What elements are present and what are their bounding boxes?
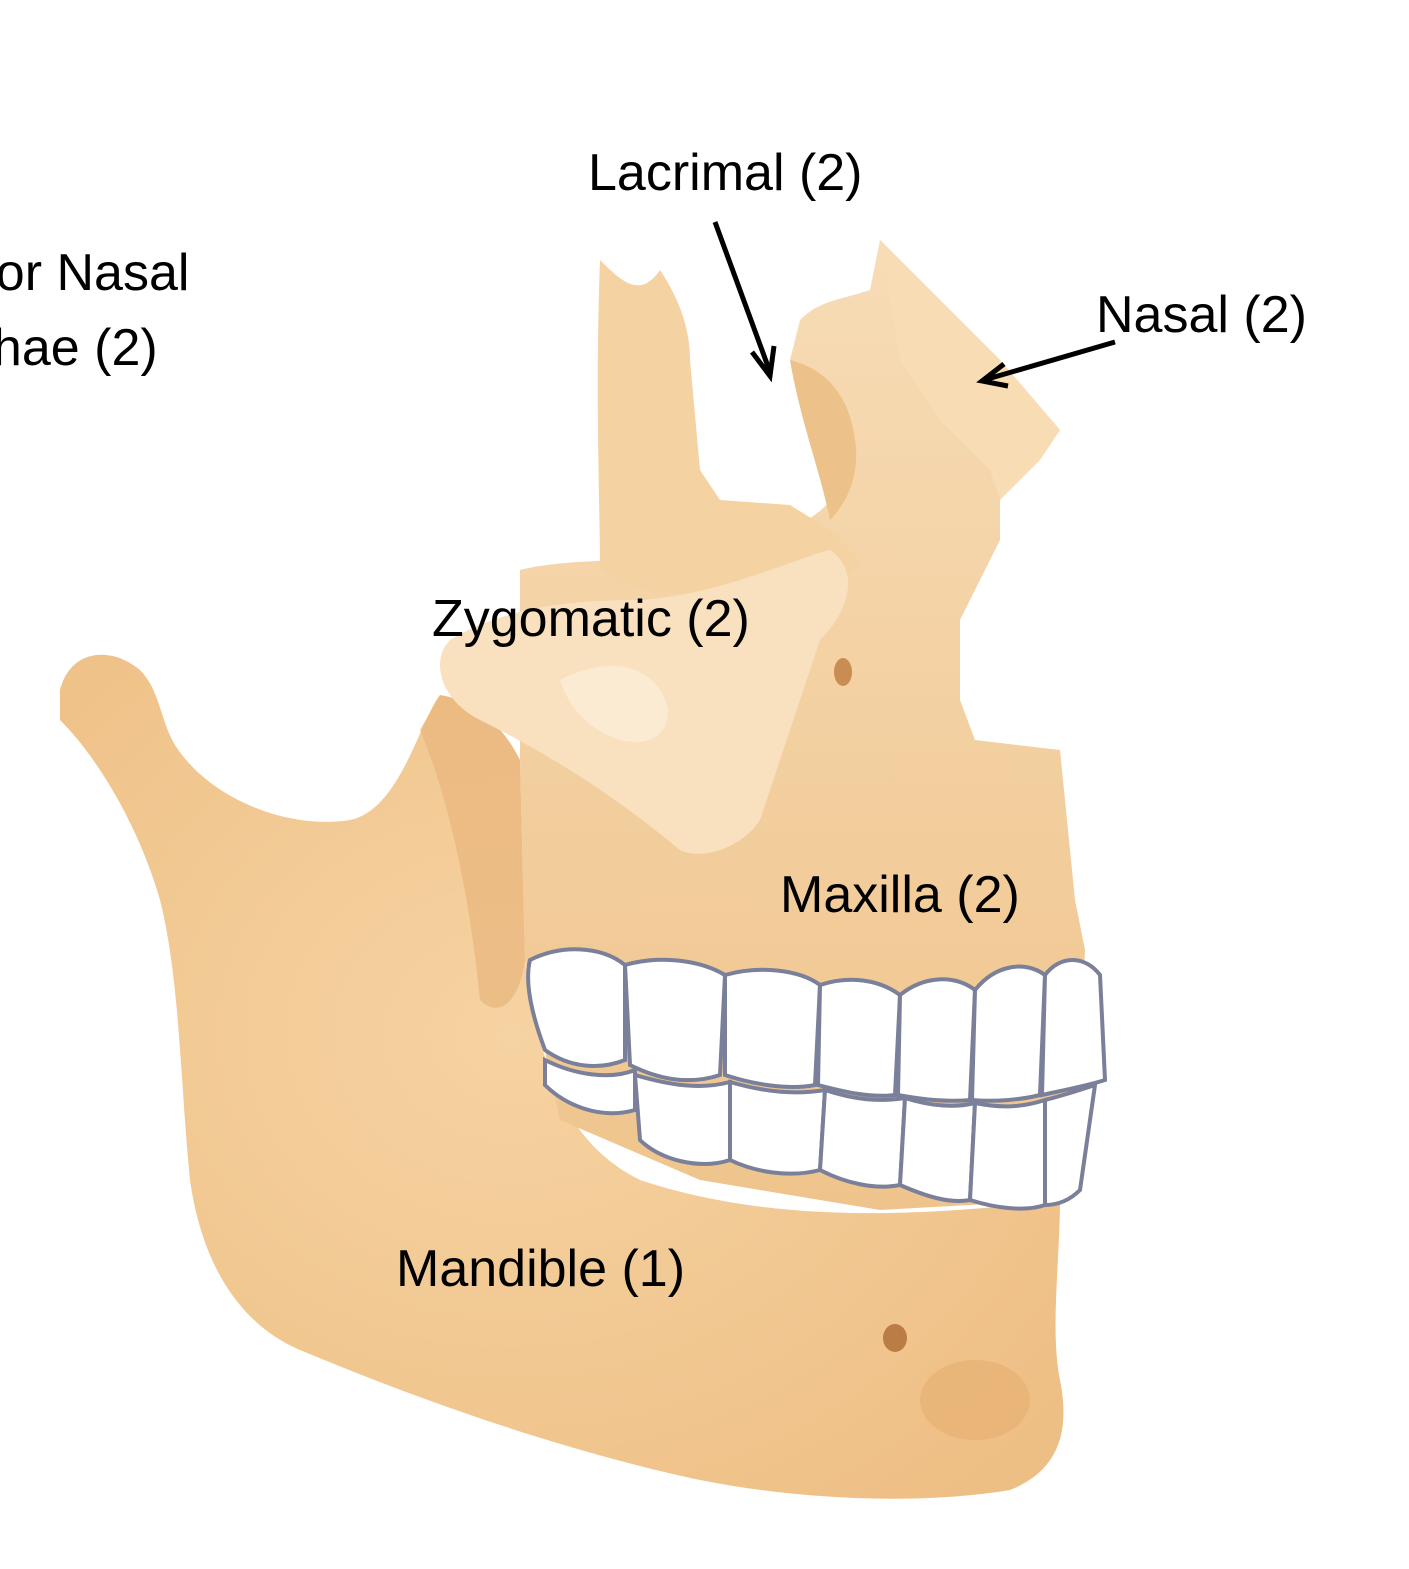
upper-tooth bbox=[969, 964, 1048, 1103]
nasal-bone bbox=[880, 240, 1060, 500]
mandible-ramus-shadow bbox=[420, 695, 525, 1008]
lower-tooth bbox=[897, 1095, 978, 1203]
inferior-nasal-label-line2: nchae (2) bbox=[0, 319, 158, 378]
upper-tooth bbox=[526, 947, 627, 1068]
nasal-label: Nasal (2) bbox=[1096, 286, 1307, 344]
lacrimal-arrow bbox=[712, 221, 777, 383]
frontal-process bbox=[597, 260, 860, 608]
lower-tooth bbox=[817, 1087, 908, 1189]
lower-tooth bbox=[967, 1097, 1047, 1211]
lower-tooth bbox=[543, 1056, 637, 1116]
zygomatic-highlight bbox=[560, 666, 668, 742]
chin-shadow bbox=[920, 1360, 1030, 1440]
upper-tooth bbox=[895, 977, 978, 1103]
infraorbital-foramen bbox=[834, 658, 852, 686]
orbit-rim bbox=[790, 360, 857, 520]
inferior-nasal-label-line1: erior Nasal bbox=[0, 244, 190, 302]
mandible-bone bbox=[60, 654, 1064, 1499]
inferior-nasal-conchae-label: erior Nasal nchae (2) bbox=[0, 236, 189, 387]
nasal-arrow bbox=[976, 339, 1116, 389]
upper-tooth bbox=[815, 977, 903, 1098]
lower-teeth bbox=[543, 1056, 1098, 1211]
upper-teeth bbox=[526, 947, 1108, 1103]
zygomatic-label: Zygomatic (2) bbox=[432, 590, 750, 648]
upper-tooth bbox=[723, 967, 823, 1089]
mental-foramen bbox=[883, 1324, 907, 1352]
maxilla-label: Maxilla (2) bbox=[780, 866, 1020, 924]
lower-tooth bbox=[1043, 1082, 1098, 1208]
lacrimal-label: Lacrimal (2) bbox=[588, 144, 863, 202]
mandible-label: Mandible (1) bbox=[396, 1240, 686, 1298]
upper-tooth bbox=[622, 957, 728, 1083]
lower-tooth bbox=[728, 1079, 828, 1176]
upper-tooth bbox=[1039, 958, 1108, 1098]
